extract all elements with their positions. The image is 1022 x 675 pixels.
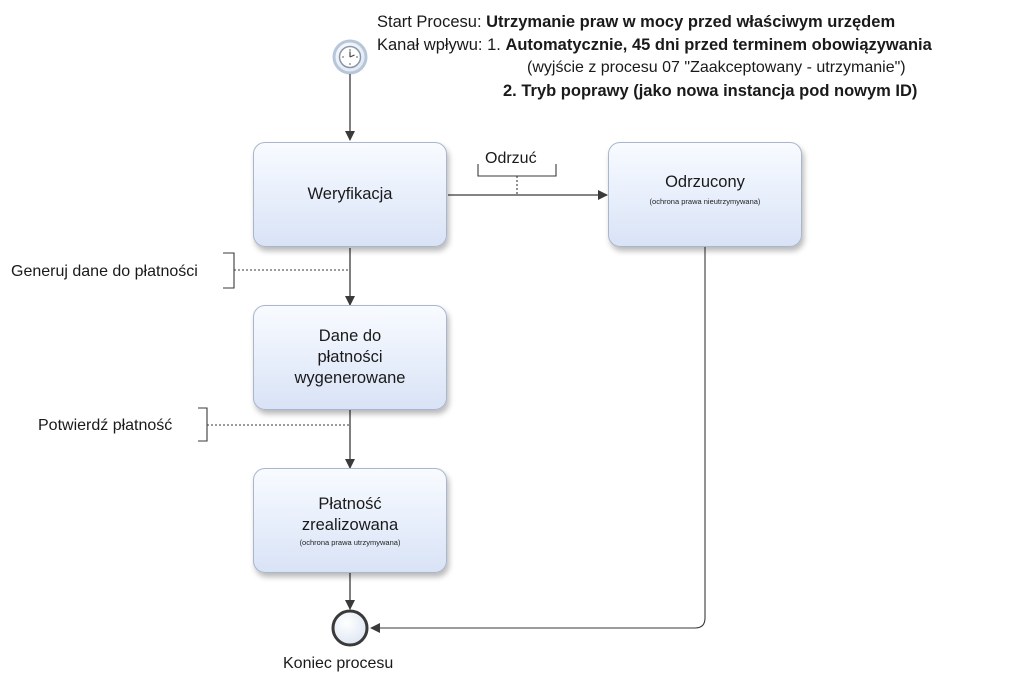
channel-label: Kanał wpływu:: [377, 36, 483, 54]
timer-start-event-icon: [332, 39, 368, 75]
process-start-line: Start Procesu: Utrzymanie praw w mocy pr…: [377, 11, 895, 33]
task-payment-done-title: Płatność zrealizowana: [301, 494, 399, 534]
annotation-generate-bracket: [223, 252, 350, 289]
channel-1-num: 1.: [487, 36, 501, 54]
annotation-generate: Generuj dane do płatności: [11, 263, 198, 280]
task-payment-data-title: Dane do płatności wygenerowane: [294, 327, 406, 387]
annotation-confirm-bracket: [198, 407, 350, 442]
flow-rejected-to-end: [370, 247, 706, 633]
annotation-reject-bracket: [477, 164, 557, 195]
end-event-icon: [331, 609, 369, 647]
task-verification-title: Weryfikacja: [307, 185, 393, 203]
end-event-label: Koniec procesu: [283, 655, 394, 672]
channel-line-2: 2. Tryb poprawy (jako nowa instancja pod…: [503, 80, 917, 102]
task-payment-done[interactable]: Płatność zrealizowana (ochrona prawa utr…: [253, 468, 447, 573]
task-rejected-title: Odrzucony: [665, 173, 745, 191]
task-rejected-subtitle: (ochrona prawa nieutrzymywana): [649, 197, 761, 206]
start-label: Start Procesu:: [377, 13, 482, 31]
channel-2-text: Tryb poprawy (jako nowa instancja pod no…: [521, 82, 918, 100]
channel-2-num: 2.: [503, 82, 517, 100]
annotation-reject: Odrzuć: [485, 150, 537, 167]
channel-line-1: Kanał wpływu: 1. Automatycznie, 45 dni p…: [377, 34, 932, 56]
task-payment-data[interactable]: Dane do płatności wygenerowane: [253, 305, 447, 410]
annotation-confirm: Potwierdź płatność: [38, 417, 173, 434]
channel-1-note: (wyjście z procesu 07 "Zaakceptowany - u…: [527, 59, 906, 76]
task-verification[interactable]: Weryfikacja: [253, 142, 447, 247]
task-rejected[interactable]: Odrzucony (ochrona prawa nieutrzymywana): [608, 142, 802, 247]
start-value: Utrzymanie praw w mocy przed właściwym u…: [486, 13, 896, 31]
task-payment-done-subtitle: (ochrona prawa utrzymywana): [299, 537, 401, 547]
channel-1-text: Automatycznie, 45 dni przed terminem obo…: [505, 36, 932, 54]
